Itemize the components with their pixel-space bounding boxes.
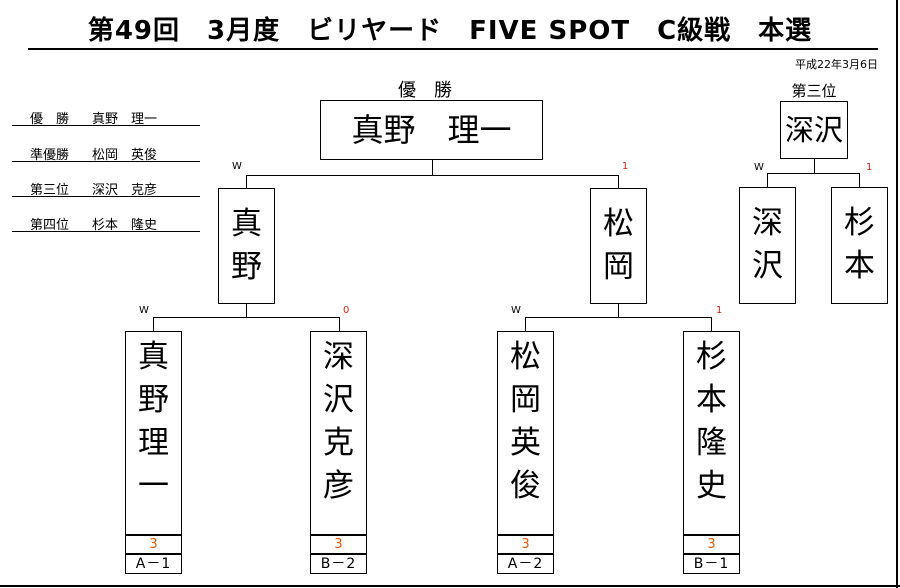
semifinal-box: 真野 — [218, 188, 275, 304]
third-place-label: 第三位 — [791, 82, 837, 100]
match-mark: 1 — [716, 305, 723, 316]
match-mark: W — [139, 305, 149, 316]
champion-label: 優 勝 — [398, 80, 452, 101]
match-mark: 0 — [343, 305, 350, 316]
bracket-line — [767, 173, 768, 187]
player-name: 杉本 隆史 — [696, 339, 758, 504]
bracket-line — [618, 304, 619, 317]
semifinal-name: 真野 — [231, 206, 262, 285]
bracket-line — [618, 175, 619, 188]
bracket-line — [246, 304, 247, 317]
match-mark: W — [511, 305, 521, 316]
result-name: 杉本 隆史 — [92, 218, 158, 233]
player-seed: A－1 — [125, 554, 182, 574]
result-divider — [12, 196, 200, 197]
third-place-box: 深沢 — [780, 101, 848, 159]
champion-name: 真野 理一 — [351, 111, 512, 149]
bracket-line — [525, 317, 526, 331]
result-rank: 準優勝 — [30, 148, 70, 163]
result-row: 第四位 杉本 隆史 — [30, 214, 157, 233]
result-name: 深沢 克彦 — [92, 183, 158, 198]
bracket-line — [711, 317, 712, 331]
result-divider — [12, 161, 200, 162]
bracket-line — [432, 160, 433, 175]
result-rank: 第三位 — [30, 183, 70, 198]
semifinal-box: 松岡 — [590, 188, 647, 304]
player-score: 3 — [683, 535, 740, 554]
result-row: 第三位 深沢 克彦 — [30, 179, 157, 198]
page-title: 第49回 3月度 ビリヤード FIVE SPOT C級戦 本選 — [87, 16, 813, 46]
player-name: 松岡 英俊 — [510, 339, 572, 504]
result-row: 準優勝 松岡 英俊 — [30, 144, 157, 163]
bracket-line — [246, 175, 247, 188]
match-mark: 1 — [866, 162, 873, 173]
champion-box: 真野 理一 — [320, 100, 543, 160]
third-match-box: 深沢 — [739, 187, 796, 304]
player-box: 深沢 克彦 — [310, 331, 385, 535]
page-border-right — [896, 0, 898, 588]
result-rank: 第四位 — [30, 218, 70, 233]
bracket-line — [153, 317, 154, 331]
player-box: 杉本 隆史 — [683, 331, 758, 535]
result-name: 松岡 英俊 — [92, 148, 158, 163]
match-mark: 1 — [622, 161, 629, 172]
player-name: 真野 理一 — [138, 339, 200, 504]
player-score: 3 — [125, 535, 182, 554]
player-score: 3 — [497, 535, 554, 554]
result-divider — [12, 231, 200, 232]
result-name: 真野 理一 — [92, 112, 158, 127]
semifinal-name: 松岡 — [603, 206, 634, 285]
player-score: 3 — [310, 535, 367, 554]
bracket-line — [246, 175, 618, 176]
event-date: 平成22年3月6日 — [795, 58, 878, 71]
third-match-name: 深沢 — [752, 205, 783, 284]
match-mark: W — [754, 162, 764, 173]
third-match-box: 杉本 — [831, 187, 888, 304]
player-name: 深沢 克彦 — [323, 339, 385, 504]
result-row: 優 勝 真野 理一 — [30, 108, 157, 127]
third-place-name: 深沢 — [784, 113, 843, 147]
bracket-line — [525, 317, 711, 318]
third-match-name: 杉本 — [844, 205, 875, 284]
player-seed: B－2 — [310, 554, 367, 574]
page-border-bottom — [0, 585, 900, 587]
player-seed: A－2 — [497, 554, 554, 574]
bracket-line — [859, 173, 860, 187]
bracket-line — [339, 317, 340, 331]
player-box: 真野 理一 — [125, 331, 200, 535]
bracket-line — [814, 159, 815, 173]
result-rank: 優 勝 — [30, 112, 70, 127]
player-box: 松岡 英俊 — [497, 331, 572, 535]
match-mark: W — [232, 161, 242, 172]
title-underline — [28, 48, 878, 50]
player-seed: B－1 — [683, 554, 740, 574]
result-divider — [12, 125, 200, 126]
bracket-line — [153, 317, 339, 318]
bracket-line — [767, 173, 859, 174]
